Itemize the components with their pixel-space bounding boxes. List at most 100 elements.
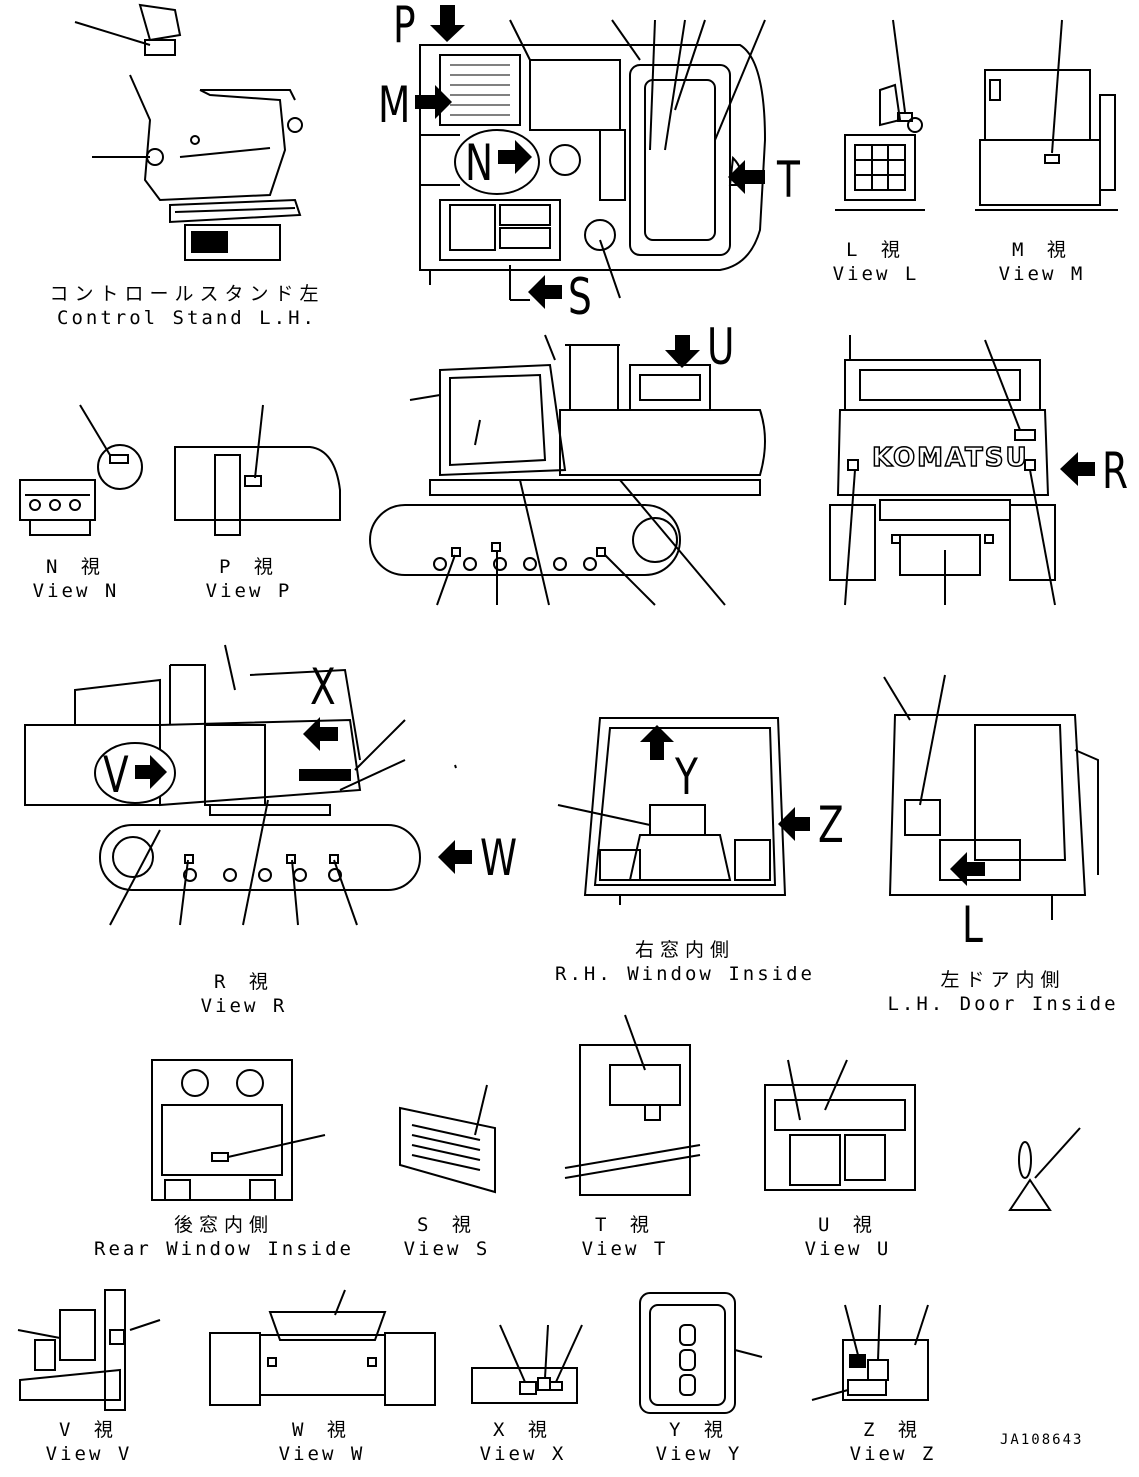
label-view-l-en: View L [832, 263, 920, 285]
label-view-n-jp: N 視 [46, 556, 106, 578]
label-control-stand-en: Control Stand L.H. [57, 307, 317, 329]
arrow-n [498, 140, 532, 174]
label-view-s: S 視 View S [404, 1213, 491, 1261]
callout-p: P [393, 0, 416, 54]
view-y-drawing [639, 1292, 763, 1414]
label-view-v-jp: V 視 [59, 1419, 119, 1441]
view-w-drawing [209, 1289, 436, 1406]
arrow-z [778, 807, 810, 841]
arrow-m [415, 85, 452, 119]
view-u-drawing [764, 1059, 916, 1191]
label-view-w-en: View W [278, 1443, 366, 1465]
arrow-v [135, 755, 167, 789]
callout-x: X [310, 658, 336, 716]
view-n-drawing [19, 404, 143, 536]
view-s-drawing [399, 1084, 496, 1194]
arrow-t [728, 160, 765, 194]
view-t-drawing [564, 1014, 701, 1196]
label-view-x: X 視 View X [480, 1418, 567, 1466]
label-view-u-en: View U [804, 1238, 892, 1260]
label-control-stand-jp: コントロールスタンド左 [49, 283, 325, 305]
label-view-y-jp: Y 視 [669, 1419, 729, 1441]
label-view-z-en: View Z [849, 1443, 937, 1465]
label-view-r: R 視 View R [201, 970, 288, 1018]
label-view-l-jp: L 視 [846, 239, 906, 261]
label-rh-window-jp: 右窓内側 [634, 939, 735, 961]
callout-w: W [480, 829, 518, 887]
lh-door-drawing [883, 674, 1099, 920]
callout-n: N [465, 134, 494, 192]
arrow-y [640, 725, 674, 760]
label-rear-window-jp: 後窓内側 [173, 1214, 274, 1236]
arrow-u [665, 335, 700, 368]
callout-m: M [378, 76, 411, 134]
label-view-m-jp: M 視 [1012, 239, 1072, 261]
callout-s: S [568, 268, 592, 326]
label-view-p-jp: P 視 [219, 556, 279, 578]
warning-symbol [1008, 1127, 1081, 1211]
label-view-s-jp: S 視 [417, 1214, 477, 1236]
callout-y: Y [675, 748, 698, 806]
label-view-t-jp: T 視 [595, 1214, 655, 1236]
view-arrows [135, 5, 1095, 886]
callout-u: U [707, 318, 735, 376]
label-view-n: N 視 View N [33, 555, 120, 603]
label-view-z: Z 視 View Z [850, 1418, 937, 1466]
view-p-drawing [174, 404, 341, 536]
label-rh-window: 右窓内側 R.H. Window Inside [555, 938, 815, 986]
label-view-v-en: View V [45, 1443, 133, 1465]
left-side-view-drawing [24, 644, 457, 926]
callout-l: L [962, 896, 983, 954]
control-stand-drawing [74, 3, 303, 261]
arrow-p [430, 5, 465, 42]
label-view-t: T 視 View T [582, 1213, 669, 1261]
label-view-y-en: View Y [655, 1443, 743, 1465]
view-z-drawing [811, 1304, 929, 1401]
view-v-drawing [17, 1289, 161, 1411]
view-m-drawing [975, 19, 1118, 211]
view-x-drawing [471, 1324, 583, 1404]
rh-window-drawing [557, 717, 787, 905]
side-view-drawing [369, 334, 766, 606]
label-view-r-jp: R 視 [214, 971, 274, 993]
label-view-m: M 視 View M [999, 238, 1086, 286]
callout-v: V [103, 746, 129, 804]
label-control-stand: コントロールスタンド左 Control Stand L.H. [49, 282, 324, 330]
label-view-p: P 視 View P [206, 555, 293, 603]
drawing-code: JA108643 [1000, 1432, 1084, 1448]
label-view-x-jp: X 視 [493, 1419, 553, 1441]
callout-t: T [777, 151, 800, 209]
callout-r: R [1102, 442, 1129, 500]
label-rear-window: 後窓内側 Rear Window Inside [94, 1213, 354, 1261]
arrow-r [1060, 452, 1095, 486]
label-view-s-en: View S [403, 1238, 491, 1260]
label-lh-door-en: L.H. Door Inside [887, 993, 1119, 1015]
label-view-y: Y 視 View Y [656, 1418, 743, 1466]
komatsu-logo: KOMATSU [871, 442, 1029, 474]
view-l-drawing [835, 19, 925, 211]
label-view-x-en: View X [479, 1443, 567, 1465]
label-view-t-en: View T [581, 1238, 669, 1260]
callout-z: Z [818, 796, 844, 854]
label-view-r-en: View R [200, 995, 288, 1017]
label-view-v: V 視 View V [46, 1418, 133, 1466]
arrow-s [528, 275, 562, 309]
label-view-n-en: View N [32, 580, 120, 602]
label-lh-door-jp: 左ドア内側 [940, 969, 1066, 991]
label-rear-window-en: Rear Window Inside [94, 1238, 354, 1260]
arrow-l [950, 852, 985, 886]
label-lh-door: 左ドア内側 L.H. Door Inside [887, 968, 1118, 1016]
label-view-z-jp: Z 視 [863, 1419, 923, 1441]
label-view-p-en: View P [205, 580, 293, 602]
arrow-x [303, 717, 338, 751]
label-view-u-jp: U 視 [818, 1214, 878, 1236]
rear-view-drawing [829, 335, 1056, 606]
label-view-w-jp: W 視 [292, 1419, 352, 1441]
label-view-m-en: View M [998, 263, 1086, 285]
rear-window-drawing [151, 1059, 326, 1201]
arrow-w [438, 840, 472, 874]
label-view-u: U 視 View U [805, 1213, 892, 1261]
label-view-l: L 視 View L [833, 238, 920, 286]
label-rh-window-en: R.H. Window Inside [555, 963, 815, 985]
